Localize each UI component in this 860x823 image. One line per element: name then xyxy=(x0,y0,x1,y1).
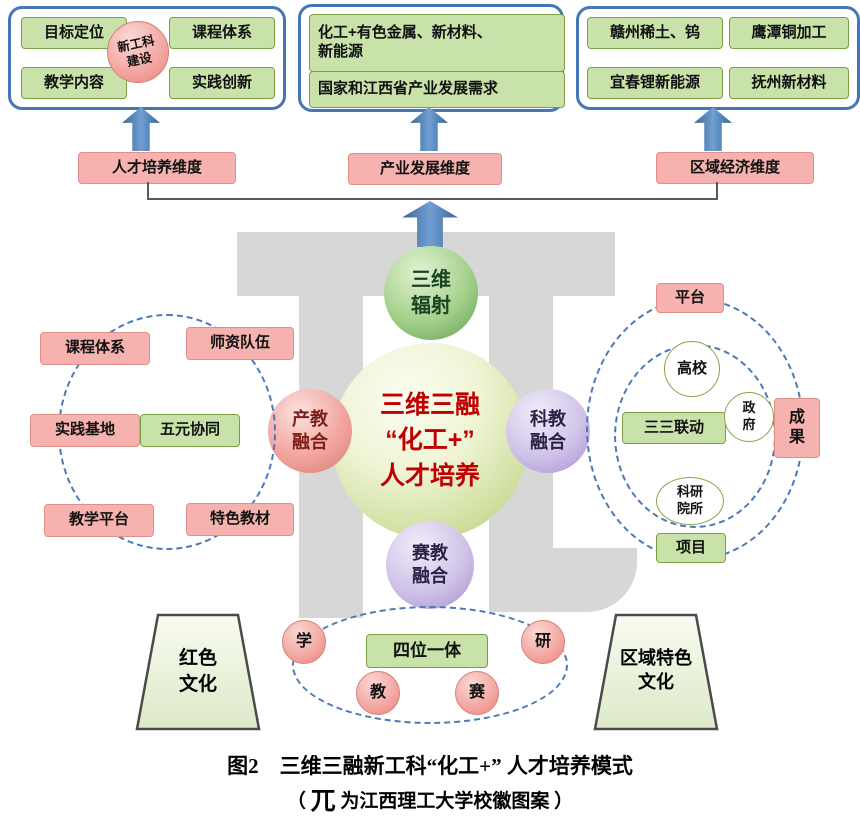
featured-textbook-box: 特色教材 xyxy=(186,503,294,536)
red-culture-label: 红色 文化 xyxy=(178,648,217,695)
arrow-up-right-icon xyxy=(694,107,732,151)
national-provincial-demand-box: 国家和江西省产业发展需求 xyxy=(309,71,565,108)
core-model-circle: 三维三融 “化工+” 人才培养 xyxy=(332,343,528,539)
teach-circle: 教 xyxy=(356,671,400,715)
achievements-box: 成 果 xyxy=(774,398,820,458)
three-three-linkage-box: 三三联动 xyxy=(622,412,726,444)
competition-education-fusion-circle: 赛教 融合 xyxy=(386,521,474,609)
red-culture-trapezoid xyxy=(135,613,261,731)
regional-culture-trapezoid xyxy=(593,613,719,731)
practice-innovation-box: 实践创新 xyxy=(169,67,275,99)
project-box: 项目 xyxy=(656,533,726,563)
new-engineering-badge: 新工科 建设 xyxy=(107,21,169,83)
chemical-plus-industries-box: 化工+有色金属、新材料、 新能源 xyxy=(309,14,565,72)
three-dimension-radiation-circle: 三维 辐射 xyxy=(384,246,478,340)
caption-paren-open: （ xyxy=(286,791,311,812)
region-dimension-label: 区域经济维度 xyxy=(656,152,814,184)
bracket-left-stub xyxy=(147,182,149,199)
jxust-logo-glyph: 兀 xyxy=(310,788,336,815)
science-education-fusion-circle: 科教 融合 xyxy=(506,389,590,473)
faculty-team-box: 师资队伍 xyxy=(186,327,294,360)
region-dimension-panel: 赣州稀土、钨 鹰潭铜加工 宜春锂新能源 抚州新材料 xyxy=(576,6,860,110)
yichun-lithium-box: 宜春锂新能源 xyxy=(587,67,723,99)
bracket-right-stub xyxy=(716,182,718,199)
platform-box: 平台 xyxy=(656,283,724,313)
curriculum-system-box: 课程体系 xyxy=(40,332,150,365)
study-circle: 学 xyxy=(282,620,326,664)
government-circle: 政 府 xyxy=(724,392,774,442)
four-in-one-box: 四位一体 xyxy=(366,634,488,668)
fuzhou-materials-box: 抚州新材料 xyxy=(729,67,849,99)
yingtan-copper-box: 鹰潭铜加工 xyxy=(729,17,849,49)
regional-culture-label: 区域特色 文化 xyxy=(620,648,692,693)
industry-dimension-label: 产业发展维度 xyxy=(348,153,502,185)
teaching-content-box: 教学内容 xyxy=(21,67,127,99)
industry-dimension-panel: 化工+有色金属、新材料、 新能源 国家和江西省产业发展需求 xyxy=(298,4,565,112)
research-institutes-circle: 科研 院所 xyxy=(656,477,724,525)
figure-caption-line2: （ 兀 为江西理工大学校徽图案 ） xyxy=(0,781,860,817)
caption-text: 为江西理工大学校徽图案 ） xyxy=(335,791,574,812)
ganzhou-rare-earth-box: 赣州稀土、钨 xyxy=(587,17,723,49)
compete-circle: 赛 xyxy=(455,671,499,715)
curriculum-system-box-top: 课程体系 xyxy=(169,17,275,49)
arrow-up-left-icon xyxy=(122,107,160,151)
industry-education-fusion-circle: 产教 融合 xyxy=(268,389,352,473)
bracket-horizontal-line xyxy=(147,198,718,200)
teaching-platform-box: 教学平台 xyxy=(44,504,154,537)
talent-dimension-label: 人才培养维度 xyxy=(78,152,236,184)
new-engineering-badge-label: 新工科 建设 xyxy=(116,33,157,70)
figure-caption-line1: 图2 三维三融新工科“化工+” 人才培养模式 xyxy=(227,754,633,778)
practice-base-box: 实践基地 xyxy=(30,414,140,447)
talent-dimension-panel: 目标定位 课程体系 教学内容 实践创新 新工科 建设 xyxy=(8,6,286,110)
five-element-synergy-box: 五元协同 xyxy=(140,414,240,447)
arrow-up-center-icon xyxy=(410,107,448,151)
bottom-cluster-ellipse xyxy=(292,606,568,724)
research-circle: 研 xyxy=(521,620,565,664)
jxust-logo-right-foot xyxy=(489,548,637,612)
university-circle: 高校 xyxy=(664,341,720,397)
